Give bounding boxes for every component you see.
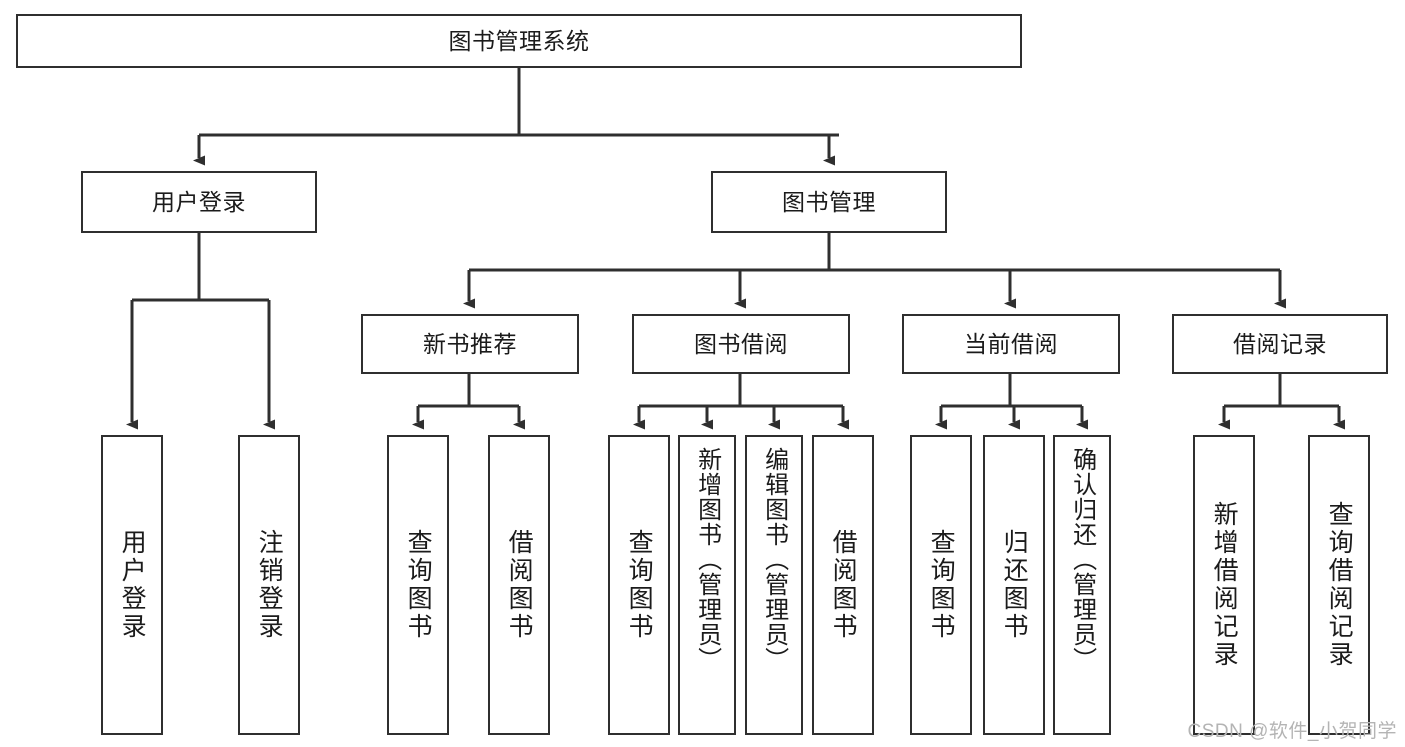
- node-current-borrow[interactable]: 当前借阅: [902, 314, 1120, 374]
- node-borrow-record[interactable]: 借阅记录: [1172, 314, 1388, 374]
- node-leaf-confirm-return-label: 确认归还（管理员）: [1068, 447, 1096, 672]
- node-leaf-query-book-1-label: 查询图书: [404, 529, 433, 641]
- node-leaf-logout[interactable]: 注销登录: [238, 435, 300, 735]
- node-leaf-query-record-label: 查询借阅记录: [1325, 501, 1354, 669]
- wire-group-current-borrow: [935, 374, 1088, 430]
- node-leaf-borrow-book-1-label: 借阅图书: [505, 529, 534, 641]
- node-leaf-query-book-1[interactable]: 查询图书: [387, 435, 449, 735]
- node-leaf-logout-label: 注销登录: [255, 529, 284, 641]
- node-leaf-borrow-book-2[interactable]: 借阅图书: [812, 435, 874, 735]
- node-root-label: 图书管理系统: [448, 27, 590, 54]
- node-root[interactable]: 图书管理系统: [16, 14, 1022, 68]
- node-leaf-add-record[interactable]: 新增借阅记录: [1193, 435, 1255, 735]
- wire-group-borrow-record: [1218, 374, 1345, 430]
- node-leaf-edit-book-label: 编辑图书（管理员）: [760, 447, 788, 672]
- node-leaf-add-book[interactable]: 新增图书（管理员）: [678, 435, 736, 735]
- node-user-login[interactable]: 用户登录: [81, 171, 317, 233]
- node-new-book-rec-label: 新书推荐: [423, 330, 517, 357]
- node-leaf-query-book-3[interactable]: 查询图书: [910, 435, 972, 735]
- wire-group-user-login: [126, 233, 275, 430]
- wire-group-new-book-rec: [412, 374, 525, 430]
- node-leaf-add-book-label: 新增图书（管理员）: [693, 447, 721, 672]
- node-book-manage-label: 图书管理: [782, 188, 876, 215]
- node-leaf-confirm-return[interactable]: 确认归还（管理员）: [1053, 435, 1111, 735]
- node-leaf-borrow-book-1[interactable]: 借阅图书: [488, 435, 550, 735]
- node-leaf-query-record[interactable]: 查询借阅记录: [1308, 435, 1370, 735]
- node-leaf-query-book-3-label: 查询图书: [927, 529, 956, 641]
- node-leaf-query-book-2[interactable]: 查询图书: [608, 435, 670, 735]
- node-leaf-user-login-label: 用户登录: [118, 529, 147, 641]
- node-leaf-return-book[interactable]: 归还图书: [983, 435, 1045, 735]
- node-leaf-query-book-2-label: 查询图书: [625, 529, 654, 641]
- watermark-text: CSDN @软件_小贺同学: [1187, 721, 1397, 742]
- node-leaf-return-book-label: 归还图书: [1000, 529, 1029, 641]
- node-current-borrow-label: 当前借阅: [964, 330, 1058, 357]
- node-leaf-borrow-book-2-label: 借阅图书: [829, 529, 858, 641]
- node-leaf-edit-book[interactable]: 编辑图书（管理员）: [745, 435, 803, 735]
- node-book-borrow-label: 图书借阅: [694, 330, 788, 357]
- wire-group-book-borrow: [633, 374, 849, 430]
- node-leaf-add-record-label: 新增借阅记录: [1210, 501, 1239, 669]
- node-book-borrow[interactable]: 图书借阅: [632, 314, 850, 374]
- wire-group-book-manage: [463, 233, 1286, 309]
- node-new-book-rec[interactable]: 新书推荐: [361, 314, 579, 374]
- node-borrow-record-label: 借阅记录: [1233, 330, 1327, 357]
- node-user-login-label: 用户登录: [152, 188, 246, 215]
- node-book-manage[interactable]: 图书管理: [711, 171, 947, 233]
- wire-group-root: [193, 68, 839, 166]
- node-leaf-user-login[interactable]: 用户登录: [101, 435, 163, 735]
